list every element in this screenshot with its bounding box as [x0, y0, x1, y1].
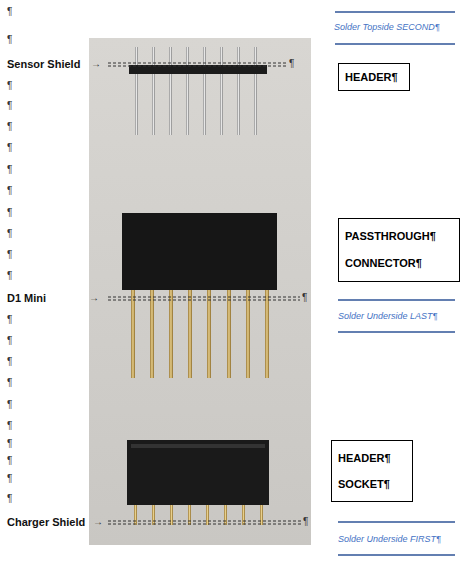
- paragraph-mark: ¶: [7, 184, 12, 198]
- paragraph-mark: ¶: [7, 492, 12, 506]
- paragraph-mark: ¶: [7, 472, 12, 486]
- tab-arrow: →: [91, 57, 101, 71]
- paragraph-mark: ¶: [7, 376, 12, 390]
- paragraph-mark: ¶: [302, 291, 307, 305]
- paragraph-mark: ¶: [7, 33, 12, 47]
- paragraph-mark: ¶: [7, 437, 12, 451]
- paragraph-mark: ¶: [7, 454, 12, 468]
- board-name: D1 Mini: [7, 291, 46, 305]
- paragraph-mark: ¶: [303, 515, 308, 529]
- solder-note: Solder Underside LAST¶: [338, 309, 437, 323]
- paragraph-mark: ¶: [7, 419, 12, 433]
- paragraph-mark: ¶: [7, 227, 12, 241]
- part-label-box: HEADER¶ SOCKET¶: [331, 440, 413, 502]
- part-label: HEADER¶: [345, 68, 403, 86]
- board-name: Charger Shield: [7, 515, 85, 529]
- part-label: PASSTHROUGH¶ CONNECTOR¶: [345, 223, 453, 277]
- paragraph-mark: ¶: [7, 99, 12, 113]
- paragraph-mark: ¶: [7, 355, 12, 369]
- paragraph-mark: ¶: [289, 57, 294, 71]
- solder-note: Solder Topside SECOND¶: [334, 20, 440, 34]
- paragraph-mark: ¶: [7, 269, 12, 283]
- tab-arrow: →: [93, 515, 103, 529]
- paragraph-mark: ¶: [7, 163, 12, 177]
- paragraph-mark: ¶: [7, 248, 12, 262]
- paragraph-mark: ¶: [7, 334, 12, 348]
- part-label-box: PASSTHROUGH¶ CONNECTOR¶: [338, 218, 460, 282]
- paragraph-mark: ¶: [7, 206, 12, 220]
- paragraph-mark: ¶: [7, 120, 12, 134]
- board-name: Sensor Shield: [7, 57, 80, 71]
- paragraph-mark: ¶: [7, 398, 12, 412]
- part-label-box: HEADER¶: [338, 63, 410, 91]
- solder-note: Solder Underside FIRST¶: [338, 532, 441, 546]
- paragraph-mark: ¶: [7, 313, 12, 327]
- paragraph-mark: ¶: [7, 5, 12, 19]
- tab-arrow: →: [89, 291, 99, 305]
- paragraph-mark: ¶: [7, 141, 12, 155]
- paragraph-mark: ¶: [7, 79, 12, 93]
- part-label: HEADER¶ SOCKET¶: [338, 445, 406, 497]
